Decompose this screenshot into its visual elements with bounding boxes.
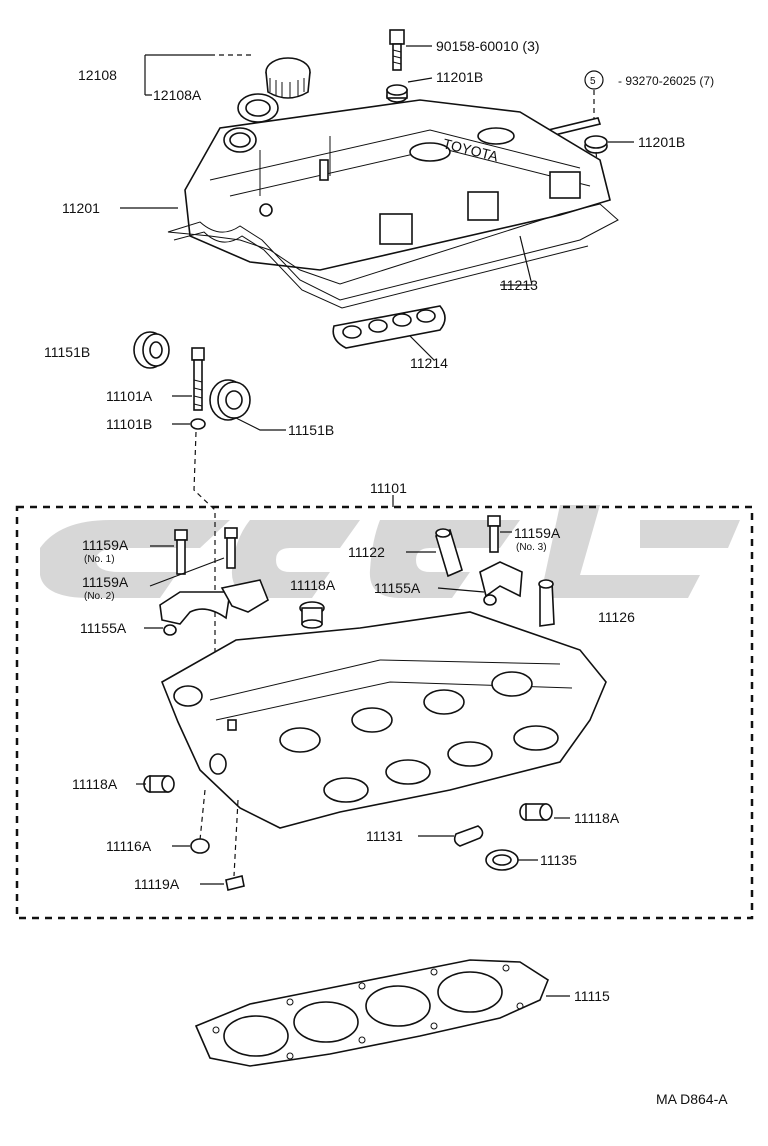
bearing-cap-bolt-no3 [487,515,501,553]
oil-filler-cap [265,57,311,99]
cylinder-head [160,611,607,829]
label-11151B-left: 11151B [44,344,90,360]
label-11155A-center: 11155A [374,580,421,596]
label-11201B-right: 11201B [638,134,685,150]
ref-circle-5 [584,70,604,90]
filler-cap-gasket [237,93,279,123]
label-90158: 90158-60010 (3) [436,38,540,54]
label-11135: 11135 [540,852,577,868]
label-11201B-top: 11201B [436,69,483,85]
figure-code: MA D864-A [656,1091,728,1107]
bolt-11101A [191,347,205,411]
label-11115: 11115 [574,988,610,1004]
bolt-90158 [389,29,405,71]
label-11101B: 11101B [106,416,152,432]
plug-11118A-right [519,803,553,821]
spark-plug-tube-11122 [435,528,463,578]
label-11118A-left: 11118A [72,776,118,792]
plug-11116A [190,838,210,854]
grommet-11201B-right [584,135,608,154]
camshaft-bearing-cap-right [479,561,523,598]
label-11101A: 11101A [106,388,153,404]
grommet-11201B-top [386,84,408,103]
oil-seal-right [209,379,251,421]
label-11118A-right: 11118A [574,810,620,826]
bearing-cap-bolt-no1 [174,529,188,575]
cylinder-head-subassembly-frame [15,505,754,920]
label-11159A-no2: 11159A [82,574,129,590]
label-11214: 11214 [410,355,448,371]
cylinder-head-gasket [194,959,549,1067]
pin-11119A [225,875,245,891]
label-11131: 11131 [366,828,403,844]
label-93270: - 93270-26025 (7) [618,74,714,88]
label-11159A-no3: 11159A [514,525,561,541]
tube-11126 [538,579,555,627]
spark-plug-tube-gasket [332,305,446,349]
label-11116A: 11116A [106,838,152,854]
washer-11101B [190,418,206,430]
camshaft-bearing-cap-left [159,579,269,625]
label-11119A: 11119A [134,876,180,892]
ring-11131 [453,825,484,847]
cylinder-head-cover [184,99,611,271]
label-no3: (No. 3) [516,542,547,553]
oil-seal-left [133,331,170,369]
label-12108: 12108 [78,67,117,83]
dowel-pin-left [163,624,177,636]
bearing-cap-bolt-no2 [224,527,238,569]
label-12108A: 12108A [153,87,202,103]
label-11118A-center: 11118A [290,577,336,593]
label-11159A-no1: 11159A [82,537,129,553]
label-11213: 11213 [500,277,538,293]
cover-gasket [167,203,619,309]
label-11155A-left: 11155A [80,620,127,636]
label-no1: (No. 1) [84,554,115,565]
label-no2: (No. 2) [84,591,115,602]
dowel-pin-center [483,594,497,606]
plug-11118A-center [299,601,325,629]
seal-ring-11135 [485,849,519,871]
ref-5: 5 [590,76,596,87]
label-11201: 11201 [62,200,100,216]
plug-11118A-left [143,775,175,793]
label-11126: 11126 [598,609,635,625]
label-11151B-right: 11151B [288,422,334,438]
label-11122: 11122 [348,544,385,560]
label-11101: 11101 [370,480,407,496]
